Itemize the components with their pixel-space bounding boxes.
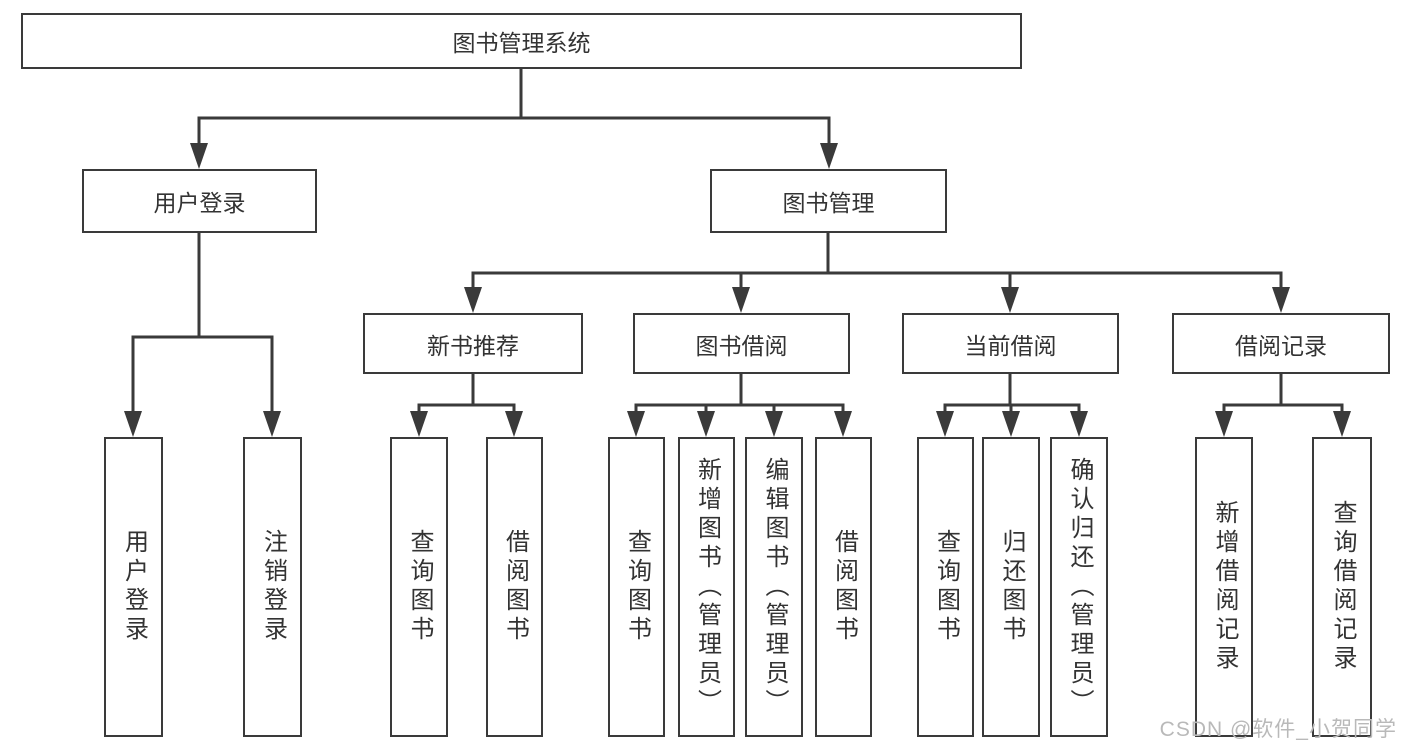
- connector-borrow-records-to-children: [1222, 374, 1344, 413]
- node-borrow-book: 借阅图书: [815, 437, 872, 737]
- arrowhead-icon: [765, 411, 783, 437]
- node-label: 查询借阅记录: [1329, 500, 1356, 674]
- arrowhead-icon: [464, 287, 482, 313]
- node-query-books-borrow: 查询图书: [608, 437, 665, 737]
- connector-root-to-level2: [197, 69, 831, 146]
- node-query-borrow-record: 查询借阅记录: [1312, 437, 1372, 737]
- node-label: 编辑图书（管理员）: [761, 456, 788, 718]
- watermark: CSDN @软件_小贺同学: [1159, 718, 1397, 741]
- arrowhead-icon: [410, 411, 428, 437]
- node-user-login: 用户登录: [82, 169, 317, 233]
- node-label: 用户登录: [120, 529, 148, 645]
- node-add-borrow-record: 新增借阅记录: [1195, 437, 1253, 737]
- node-book-management: 图书管理: [710, 169, 947, 233]
- node-label: 查询图书: [623, 529, 651, 645]
- arrowhead-icon: [936, 411, 954, 437]
- node-user-login-leaf: 用户登录: [104, 437, 163, 737]
- node-label: 借阅图书: [830, 529, 858, 645]
- node-label: 图书借阅: [695, 332, 788, 359]
- node-book-borrow: 图书借阅: [633, 313, 850, 374]
- connector-new-book-to-children: [417, 374, 516, 413]
- node-label: 借阅记录: [1235, 332, 1327, 359]
- node-label: 图书管理系统: [452, 30, 591, 56]
- node-label: 确认归还（管理员）: [1066, 456, 1093, 718]
- arrowhead-icon: [505, 411, 523, 437]
- arrowhead-icon: [1001, 287, 1019, 313]
- node-label: 注销登录: [259, 529, 287, 645]
- node-label: 借阅图书: [501, 529, 529, 645]
- node-return-book: 归还图书: [982, 437, 1040, 737]
- node-confirm-return-admin: 确认归还（管理员）: [1050, 437, 1108, 737]
- node-edit-book-admin: 编辑图书（管理员）: [745, 437, 803, 737]
- connector-current-borrow-to-children: [943, 374, 1081, 413]
- arrowhead-icon: [1272, 287, 1290, 313]
- node-label: 新增图书（管理员）: [693, 456, 721, 718]
- node-label: 新书推荐: [427, 332, 519, 359]
- connector-user-login-to-children: [131, 233, 274, 414]
- node-new-book-recommend: 新书推荐: [363, 313, 583, 374]
- node-logout: 注销登录: [243, 437, 302, 737]
- arrowhead-icon: [627, 411, 645, 437]
- node-current-borrow: 当前借阅: [902, 313, 1119, 374]
- arrowhead-icon: [1215, 411, 1233, 437]
- arrowhead-icon: [1070, 411, 1088, 437]
- arrowhead-icon: [732, 287, 750, 313]
- arrowhead-icon: [1333, 411, 1351, 437]
- node-label: 归还图书: [998, 529, 1025, 645]
- node-label: 查询图书: [406, 529, 433, 645]
- arrowhead-icon: [124, 411, 142, 437]
- node-label: 当前借阅: [964, 332, 1057, 359]
- connector-book-borrow-to-children: [634, 374, 845, 413]
- node-query-books-current: 查询图书: [917, 437, 974, 737]
- arrowhead-icon: [834, 411, 852, 437]
- node-label: 图书管理: [782, 190, 875, 216]
- arrowhead-icon: [263, 411, 281, 437]
- node-query-books-recommend: 查询图书: [390, 437, 448, 737]
- node-add-book-admin: 新增图书（管理员）: [678, 437, 735, 737]
- arrowhead-icon: [1002, 411, 1020, 437]
- node-library-system: 图书管理系统: [21, 13, 1022, 69]
- node-borrow-records: 借阅记录: [1172, 313, 1390, 374]
- node-label: 用户登录: [153, 190, 246, 216]
- arrowhead-icon: [190, 143, 208, 169]
- node-borrow-book-recommend: 借阅图书: [486, 437, 543, 737]
- arrowhead-icon: [820, 143, 838, 169]
- node-label: 新增借阅记录: [1211, 500, 1238, 674]
- arrowhead-icon: [697, 411, 715, 437]
- node-label: 查询图书: [932, 529, 960, 645]
- connector-book-mgmt-to-level3: [471, 233, 1283, 290]
